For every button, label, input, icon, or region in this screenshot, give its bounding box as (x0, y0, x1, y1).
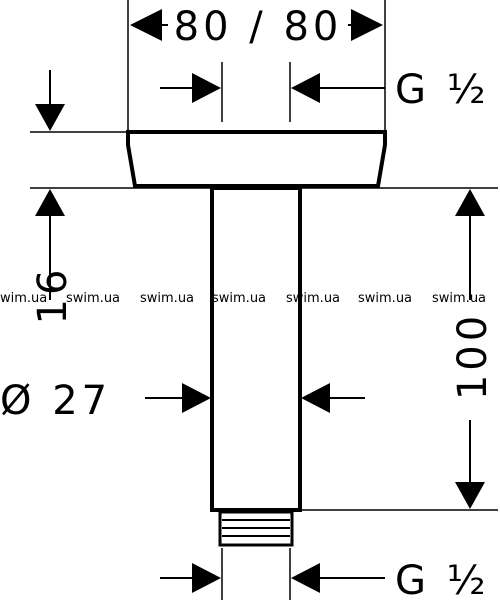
thread-stub (218, 510, 294, 547)
arrow-left-icon (291, 73, 320, 103)
arrow-left-icon (291, 563, 320, 593)
watermark-text: swim.ua (66, 291, 120, 306)
diameter-label: Ø 27 (0, 378, 111, 424)
thread-bottom-dimension: G ½ (160, 548, 489, 600)
diameter-dimension: Ø 27 (0, 378, 365, 424)
arrow-up-icon (455, 189, 485, 216)
watermark: wim.ua swim.ua swim.ua swim.ua swim.ua s… (0, 291, 486, 306)
arrow-up-icon (35, 189, 65, 216)
arrow-left-icon (130, 9, 162, 41)
watermark-text: swim.ua (140, 291, 194, 306)
length-label: 100 (450, 312, 496, 400)
length-dimension: 100 (300, 187, 498, 511)
thread-top-dimension: G ½ (160, 62, 489, 122)
thread-top-label: G ½ (395, 67, 489, 113)
width-label: 80 / 80 (174, 4, 343, 50)
arrow-right-icon (192, 563, 221, 593)
width-dimension: 80 / 80 (127, 0, 386, 130)
thread-bottom-label: G ½ (395, 558, 489, 600)
shower-arm-pipe (210, 186, 302, 512)
flange-height-dimension: 16 (30, 70, 212, 324)
arrow-down-icon (455, 482, 485, 509)
watermark-text: swim.ua (212, 291, 266, 306)
arrow-right-icon (182, 383, 211, 413)
arrow-left-icon (301, 383, 330, 413)
arrow-down-icon (35, 104, 65, 131)
arrow-right-icon (192, 73, 221, 103)
arrow-right-icon (351, 9, 383, 41)
ceiling-flange (126, 130, 387, 188)
watermark-text: swim.ua (432, 291, 486, 306)
flange-height-label: 16 (30, 266, 76, 325)
watermark-text: swim.ua (358, 291, 412, 306)
watermark-text: wim.ua (0, 291, 47, 306)
watermark-text: swim.ua (286, 291, 340, 306)
